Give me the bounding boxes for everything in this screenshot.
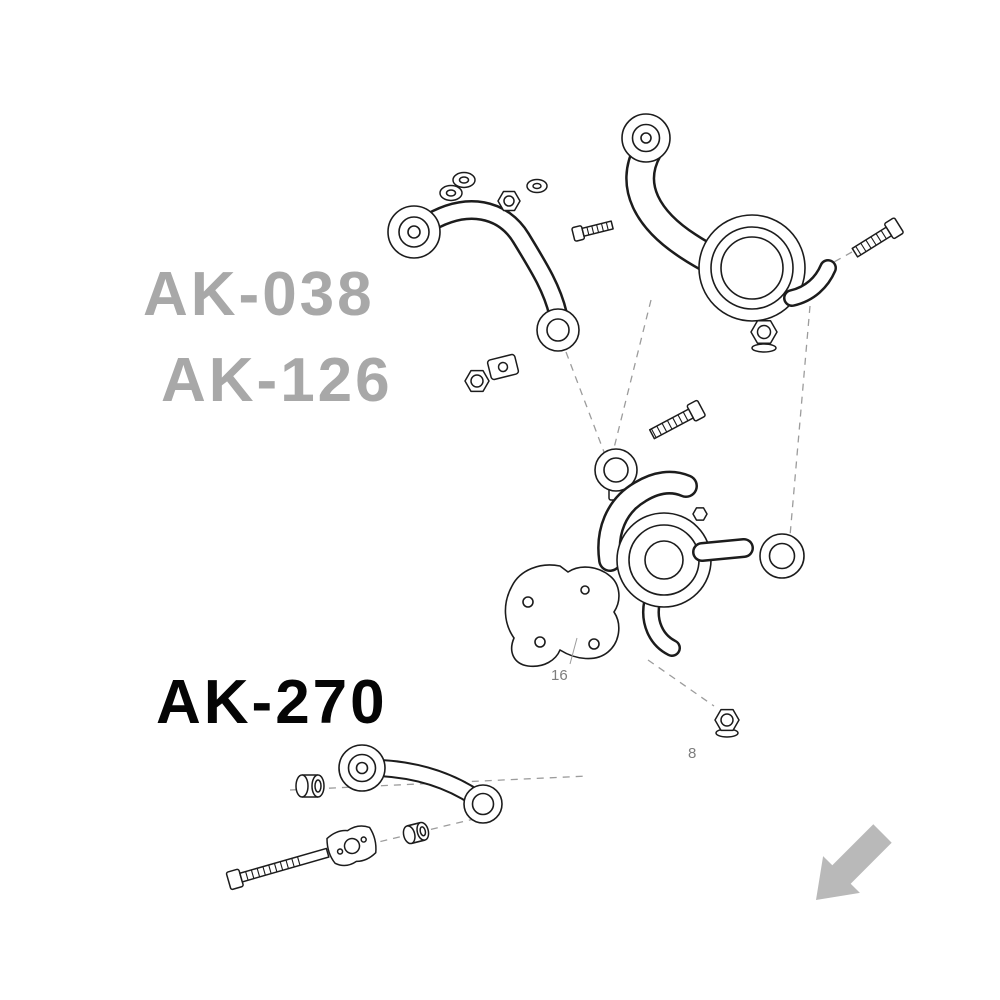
bushing-sleeve <box>295 774 325 798</box>
washer <box>526 178 548 194</box>
washer-stack <box>439 171 476 202</box>
toe-arm-bushing <box>338 744 386 792</box>
small-bushing-sleeve <box>402 821 430 845</box>
kit-label-ak038: AK-038 <box>143 260 375 329</box>
arm-bushing-end <box>536 308 580 352</box>
hex-nut-lower <box>464 369 490 393</box>
small-bolt <box>571 220 614 242</box>
part-number-16: 16 <box>551 667 568 684</box>
hex-nut <box>750 319 778 353</box>
knuckle-plate <box>504 564 620 668</box>
upper-control-arm-assembly <box>387 171 580 393</box>
lock-nut-8 <box>714 708 740 738</box>
clamp-plate <box>486 353 520 381</box>
arm-bushing <box>621 113 671 163</box>
bolt-head <box>692 507 708 521</box>
knuckle-side-bushing <box>759 533 805 579</box>
knuckle-assembly <box>504 399 805 738</box>
kit-label-ak270: AK-270 <box>156 668 388 737</box>
hex-nut <box>497 190 521 212</box>
toe-arm-end-ring <box>463 784 503 824</box>
kit-label-ak126: AK-126 <box>161 346 393 415</box>
part-16-leader <box>569 637 578 665</box>
direction-arrow <box>816 824 892 900</box>
part-number-8: 8 <box>688 745 697 762</box>
rear-lower-control-arm-assembly <box>571 113 904 353</box>
mounting-bolt <box>851 217 904 258</box>
arm-bushing-large <box>387 205 441 259</box>
toe-arm-assembly <box>225 744 503 891</box>
bracket-plate <box>326 825 377 867</box>
knuckle-bolt <box>648 399 706 440</box>
hub-cylinder <box>616 512 712 608</box>
long-bolt <box>225 847 330 891</box>
